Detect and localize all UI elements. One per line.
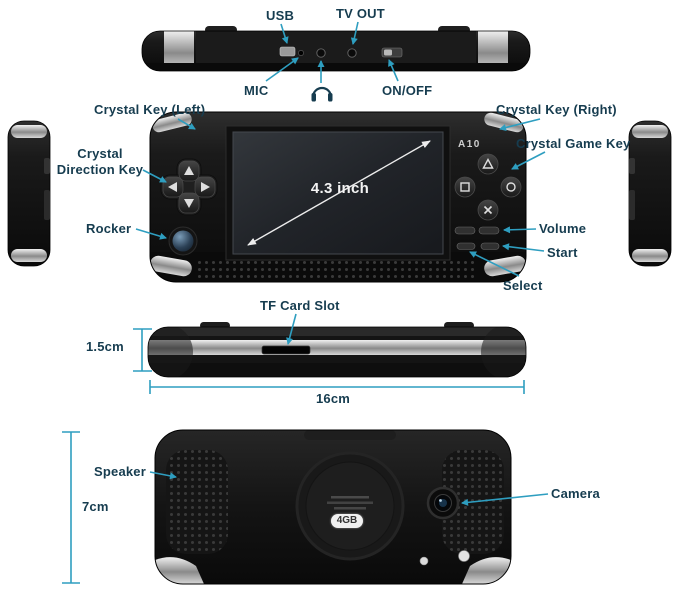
tv-out-arrow: [350, 21, 359, 45]
crystal-game-key-label: Crystal Game Key: [516, 136, 631, 151]
on-off-arrow: [388, 59, 399, 82]
select-button: [456, 242, 476, 250]
mic-label: MIC: [244, 83, 269, 98]
crystal-key-right-button: [484, 112, 524, 133]
rocker-arrow: [135, 228, 167, 240]
headphone-jack-port: [316, 48, 326, 58]
rocker-label: Rocker: [86, 221, 132, 236]
start-button: [480, 242, 500, 250]
select-label: Select: [503, 278, 543, 293]
crystal-direction-key-label: Crystal Direction Key: [56, 146, 144, 177]
select-arrow: [469, 251, 520, 277]
crystal-game-key-arrow: [511, 151, 546, 170]
headphone-icon: [311, 86, 333, 102]
rocker-stick: [168, 226, 198, 256]
volume-arrow: [503, 226, 537, 234]
screen: [225, 125, 451, 261]
volume-up-button: [478, 226, 500, 235]
volume-label: Volume: [539, 221, 587, 236]
tf-card-slot-arrow: [286, 313, 297, 345]
volume-down-button: [454, 226, 476, 235]
crystal-key-left-label: Crystal Key (Left): [94, 102, 206, 117]
mic-hole: [298, 50, 304, 56]
storage-badge: 4GB: [331, 514, 363, 528]
mic-arrow: [265, 57, 299, 82]
crystal-key-left-button: [152, 112, 192, 133]
model-label: A10: [458, 139, 481, 150]
screen-size-label: 4.3 inch: [310, 180, 370, 197]
height-dimension-label: 7cm: [82, 499, 109, 514]
tf-card-slot-label: TF Card Slot: [260, 298, 340, 313]
crystal-key-right-label: Crystal Key (Right): [496, 102, 617, 117]
camera-lens: [426, 486, 460, 520]
thickness-dimension-bracket: [133, 328, 152, 372]
edge-view-photo: [147, 322, 527, 378]
usb-port: [279, 46, 296, 57]
speaker-label: Speaker: [94, 464, 146, 479]
height-dimension-bracket: [62, 431, 80, 584]
crystal-key-left-arrow: [177, 118, 196, 130]
right-side-view-photo: [628, 120, 672, 267]
screen-diagonal-arrow: [247, 140, 431, 246]
tv-out-label: TV OUT: [336, 6, 385, 21]
top-view-photo: [141, 26, 531, 72]
tv-out-port: [347, 48, 357, 58]
callout-arrows: [135, 21, 549, 506]
start-label: Start: [547, 245, 578, 260]
tf-card-slot-opening: [261, 345, 311, 355]
speaker-arrow: [149, 471, 177, 480]
front-view-photo: [149, 111, 527, 283]
thickness-dimension-label: 1.5cm: [86, 339, 124, 354]
width-dimension-line: [149, 380, 525, 394]
camera-arrow: [461, 493, 549, 506]
back-speaker-grille-left: [166, 450, 228, 554]
camera-label: Camera: [551, 486, 600, 501]
power-switch-knob: [384, 49, 392, 56]
usb-arrow: [280, 23, 289, 44]
left-side-view-photo: [7, 120, 51, 267]
back-view-photo: [154, 429, 512, 585]
dimension-lines: [62, 328, 525, 584]
width-dimension-label: 16cm: [316, 391, 351, 406]
game-keys: [454, 153, 522, 221]
direction-pad: [160, 158, 218, 216]
crystal-direction-key-arrow: [142, 169, 167, 183]
on-off-label: ON/OFF: [382, 83, 433, 98]
front-speaker-grille: [198, 257, 478, 279]
start-arrow: [502, 243, 545, 252]
usb-label: USB: [266, 8, 295, 23]
crystal-key-right-arrow: [499, 118, 541, 131]
